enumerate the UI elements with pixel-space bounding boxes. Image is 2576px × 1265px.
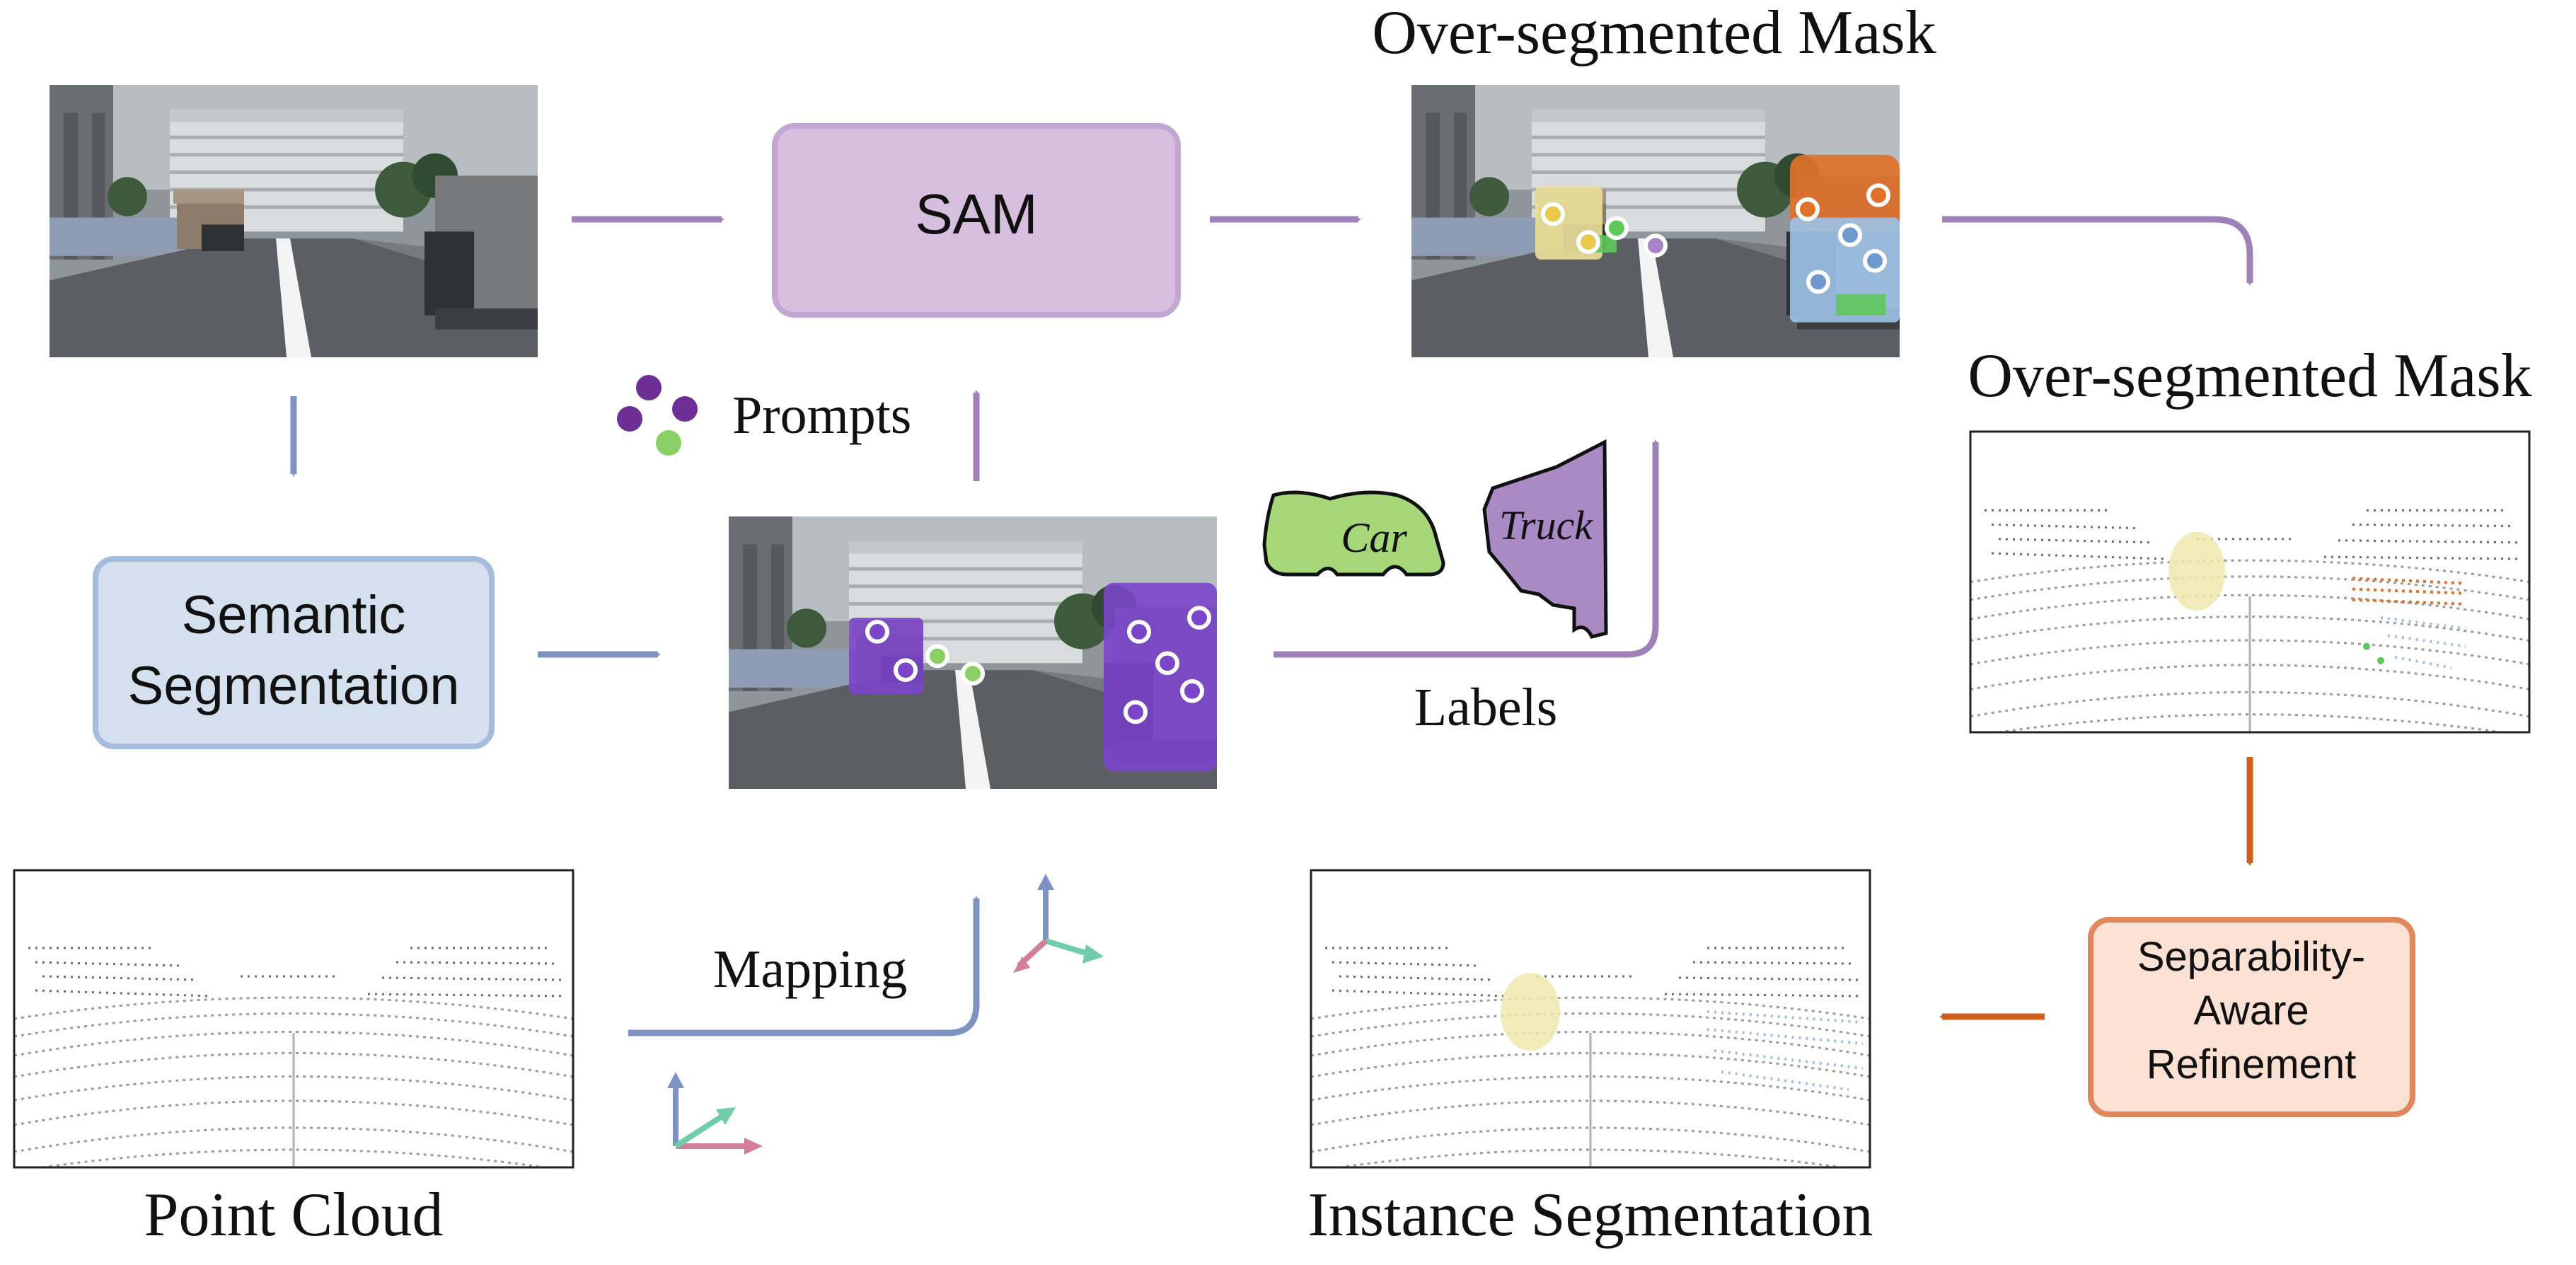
coordinate-axes-icon-upper: [1013, 874, 1104, 973]
prompts-label: Prompts: [732, 386, 911, 445]
refinement-box: Separability- Aware Refinement: [2088, 917, 2415, 1117]
camera-image-top-left: [50, 85, 538, 357]
point-cloud-title: Point Cloud: [144, 1181, 444, 1249]
over-seg-mask-lidar: [1969, 430, 2531, 734]
instance-segmentation-lidar: [1310, 869, 1871, 1169]
refinement-label-line1: Separability-: [2137, 934, 2365, 980]
car-label-icon: Car: [1262, 490, 1445, 577]
semantic-label-line1: Semantic: [182, 585, 406, 645]
car-label-text: Car: [1341, 514, 1407, 561]
arrow-mapping: [628, 896, 980, 1036]
sam-box: SAM: [772, 123, 1181, 318]
arrow-labels-to-mask: [1273, 439, 1659, 658]
point-cloud-lidar: [13, 869, 574, 1169]
semantic-segmentation-box: Semantic Segmentation: [93, 556, 495, 749]
instance-segmentation-title: Instance Segmentation: [1307, 1181, 1873, 1249]
truck-label-icon: Truck: [1482, 439, 1608, 639]
mapping-label: Mapping: [713, 940, 907, 999]
arrow-mask-to-lidar-mask: [1942, 216, 2253, 286]
labels-text: Labels: [1414, 678, 1558, 737]
over-seg-mask-title-top: Over-segmented Mask: [1372, 0, 1936, 67]
refinement-label-line2: Aware: [2193, 988, 2309, 1034]
sam-label: SAM: [915, 183, 1037, 246]
over-seg-mask-image: [1411, 85, 1900, 357]
refinement-label-line3: Refinement: [2147, 1041, 2357, 1087]
semantic-label-line2: Segmentation: [128, 656, 460, 716]
coordinate-axes-icon-lower: [667, 1072, 763, 1155]
truck-label-text: Truck: [1499, 502, 1593, 548]
over-seg-mask-title-right: Over-segmented Mask: [1968, 342, 2531, 410]
prompt-dots-icon: [617, 375, 698, 456]
semantic-instance-image: [729, 516, 1217, 789]
